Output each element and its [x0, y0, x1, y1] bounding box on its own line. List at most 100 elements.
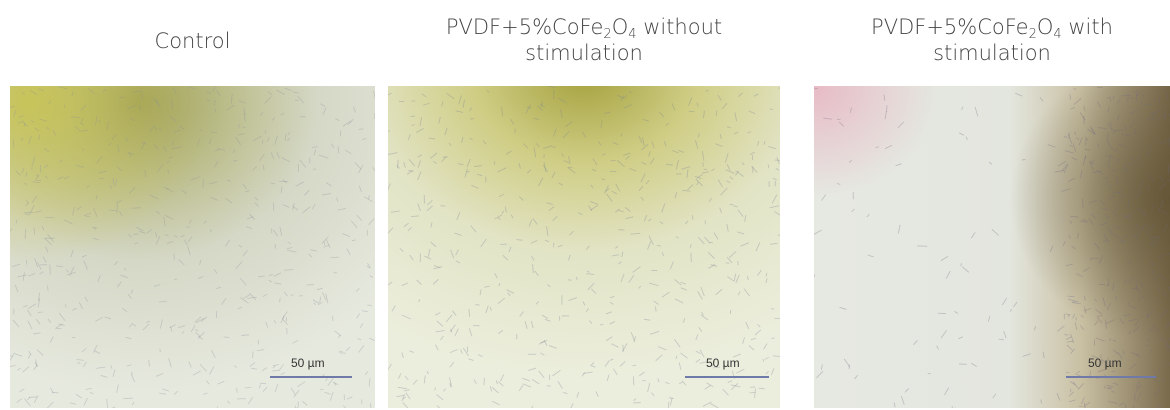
cell-mark	[403, 389, 410, 392]
cell-mark	[270, 182, 276, 185]
cell-mark	[25, 202, 30, 207]
cell-mark	[19, 388, 25, 393]
cell-mark	[954, 311, 959, 314]
cell-mark	[477, 354, 483, 358]
cell-mark	[943, 387, 950, 396]
cell-mark	[416, 279, 422, 285]
cell-mark	[1164, 344, 1170, 352]
cell-mark	[188, 361, 192, 368]
cell-mark	[510, 214, 514, 219]
cell-mark	[505, 150, 512, 155]
cell-mark	[638, 285, 642, 289]
cell-mark	[471, 184, 479, 189]
cell-mark	[675, 355, 678, 360]
cell-mark	[1084, 155, 1087, 160]
cell-mark	[1063, 135, 1068, 139]
cell-mark	[665, 382, 670, 384]
cell-mark	[710, 264, 718, 267]
cell-mark	[1145, 152, 1149, 158]
cell-mark	[114, 260, 118, 266]
cell-mark	[35, 359, 38, 367]
cell-mark	[299, 159, 307, 168]
cell-mark	[674, 191, 678, 199]
cell-mark	[203, 392, 208, 395]
cell-mark	[1107, 106, 1110, 113]
cell-mark	[15, 219, 18, 224]
cell-mark	[428, 137, 436, 140]
cell-mark	[606, 374, 610, 382]
cell-mark	[1123, 235, 1128, 238]
cell-mark	[582, 301, 586, 306]
cell-mark	[884, 111, 887, 120]
cell-mark	[468, 328, 473, 337]
cell-mark	[1076, 370, 1081, 373]
cell-mark	[498, 193, 505, 198]
cell-mark	[713, 366, 721, 369]
cell-mark	[127, 152, 135, 155]
cell-mark	[49, 336, 54, 343]
cell-mark	[737, 231, 745, 235]
cell-mark	[141, 142, 147, 145]
cell-mark	[280, 315, 285, 324]
cell-mark	[504, 206, 507, 213]
cell-mark	[568, 254, 571, 261]
cell-mark	[895, 163, 902, 167]
cell-mark	[128, 152, 132, 158]
cell-mark	[1056, 393, 1061, 401]
cell-mark	[154, 144, 159, 151]
cell-mark	[89, 392, 94, 395]
cell-mark	[216, 89, 221, 97]
cell-mark	[164, 214, 174, 220]
cell-mark	[642, 118, 650, 122]
cell-mark	[159, 319, 163, 329]
cell-mark	[93, 226, 96, 230]
cell-mark	[199, 129, 203, 132]
cell-mark	[583, 371, 593, 374]
cell-mark	[227, 400, 231, 405]
cell-mark	[243, 107, 246, 116]
cell-mark	[240, 297, 249, 304]
cell-mark	[38, 88, 45, 92]
cell-mark	[1150, 224, 1155, 231]
cell-mark	[526, 106, 532, 109]
cell-mark	[1159, 140, 1168, 145]
cell-mark	[497, 297, 506, 305]
cell-mark	[80, 117, 84, 124]
cell-mark	[648, 150, 651, 157]
cell-mark	[214, 108, 217, 113]
cell-mark	[434, 344, 439, 351]
cell-mark	[747, 275, 749, 281]
cell-mark	[197, 331, 205, 339]
cell-mark	[651, 141, 655, 149]
cell-mark	[484, 285, 490, 288]
cell-mark	[337, 207, 346, 211]
cell-mark	[295, 181, 305, 187]
cell-mark	[115, 199, 123, 205]
cell-mark	[893, 402, 896, 408]
cell-mark	[354, 162, 362, 170]
cell-mark	[624, 207, 631, 212]
cell-mark	[732, 353, 741, 358]
cell-mark	[457, 163, 464, 166]
cell-mark	[172, 87, 177, 93]
cell-mark	[1153, 98, 1158, 102]
scale-bar	[685, 376, 769, 378]
cell-mark	[557, 244, 563, 248]
cell-mark	[95, 115, 98, 126]
cell-mark	[1159, 310, 1169, 317]
cell-mark	[638, 185, 644, 191]
cell-mark	[1065, 313, 1070, 316]
cell-mark	[576, 391, 580, 398]
cell-mark	[590, 204, 599, 211]
cell-mark	[232, 149, 236, 154]
cell-mark	[533, 117, 540, 121]
cell-mark	[235, 136, 241, 145]
cell-mark	[1073, 98, 1082, 105]
cell-mark	[430, 222, 433, 228]
cell-mark	[1161, 377, 1165, 382]
cell-mark	[296, 406, 299, 408]
cell-mark	[604, 111, 611, 114]
cell-mark	[421, 93, 427, 98]
cell-mark	[647, 218, 652, 222]
cell-mark	[268, 274, 273, 276]
